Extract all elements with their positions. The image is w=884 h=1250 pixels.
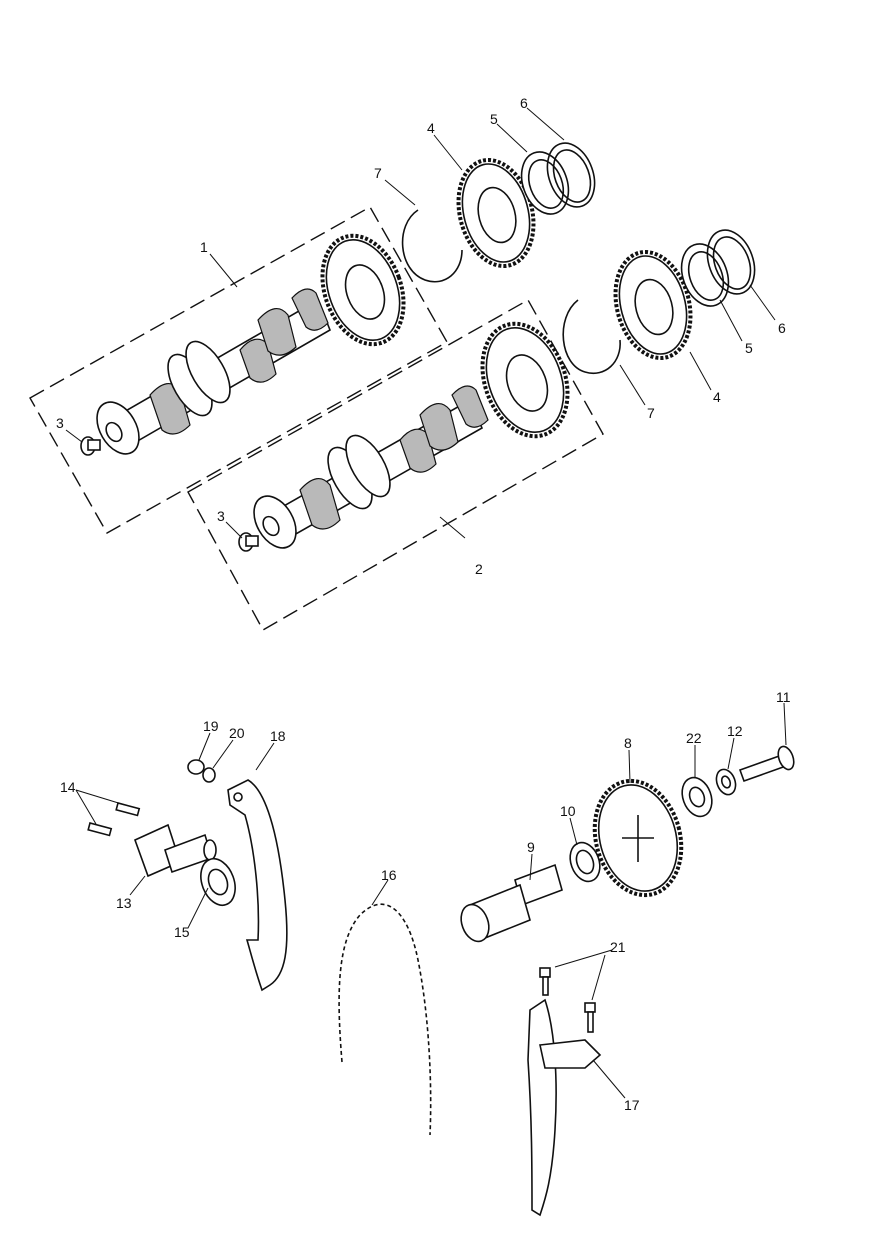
- callout-16: 16: [381, 867, 397, 883]
- bolt-11: [738, 745, 795, 783]
- idler-gear-8: [592, 778, 684, 898]
- callout-1: 1: [200, 239, 208, 255]
- callout-3-lower: 3: [217, 508, 225, 524]
- tensioner-13: [133, 823, 217, 878]
- bearing-22: [681, 776, 713, 818]
- group-box-2: [187, 299, 604, 631]
- idler-shaft-9: [460, 863, 563, 943]
- chain-guide-18: [227, 779, 288, 992]
- callout-6-upper: 6: [520, 95, 528, 111]
- leader-lines: [65, 107, 787, 1099]
- chain-guide-17: [527, 998, 602, 1217]
- cam-sprocket-upper: [320, 233, 406, 347]
- callout-12: 12: [727, 723, 743, 739]
- needle-bearing-10: [569, 841, 601, 883]
- callout-19: 19: [203, 718, 219, 734]
- callout-21: 21: [610, 939, 626, 955]
- callout-4-upper: 4: [427, 120, 435, 136]
- circlip-6-upper: [546, 142, 596, 208]
- trigger-wheel-4-lower: [613, 250, 693, 360]
- camshaft-1: [96, 288, 332, 455]
- callout-7-upper: 7: [374, 165, 382, 181]
- callout-3-upper: 3: [56, 415, 64, 431]
- camshaft-2: [253, 385, 489, 549]
- callout-8: 8: [624, 735, 632, 751]
- callout-9: 9: [527, 839, 535, 855]
- callout-11: 11: [776, 689, 791, 705]
- callout-22: 22: [686, 730, 702, 746]
- callout-20: 20: [229, 725, 245, 741]
- cam-sprocket-lower: [480, 321, 570, 439]
- nut-19: [187, 759, 205, 775]
- callout-7-lower: 7: [647, 405, 655, 421]
- washer-12: [715, 768, 737, 796]
- bolts-14: [87, 802, 141, 837]
- callout-2: 2: [475, 561, 483, 577]
- circlip-7-lower: [562, 299, 621, 375]
- callout-5-upper: 5: [490, 111, 498, 127]
- circlip-7-upper: [401, 209, 463, 283]
- callout-14: 14: [60, 779, 76, 795]
- bolts-21: [539, 967, 596, 1033]
- callout-18: 18: [270, 728, 286, 744]
- bolt-3-lower: [238, 532, 259, 552]
- callout-13: 13: [116, 895, 132, 911]
- group-box-1: [29, 206, 448, 534]
- cam-chain-16: [338, 903, 432, 1136]
- gasket-15: [200, 857, 236, 907]
- callout-5-lower: 5: [745, 340, 753, 356]
- callout-4-lower: 4: [713, 389, 721, 405]
- circlip-6-lower: [706, 229, 756, 295]
- bolt-3-upper: [80, 436, 101, 456]
- callout-17: 17: [624, 1097, 640, 1113]
- washer-20: [202, 767, 216, 783]
- callout-6-lower: 6: [778, 320, 786, 336]
- callout-15: 15: [174, 924, 190, 940]
- ring-5-upper: [520, 151, 570, 215]
- callout-10: 10: [560, 803, 576, 819]
- ring-5-lower: [680, 243, 730, 307]
